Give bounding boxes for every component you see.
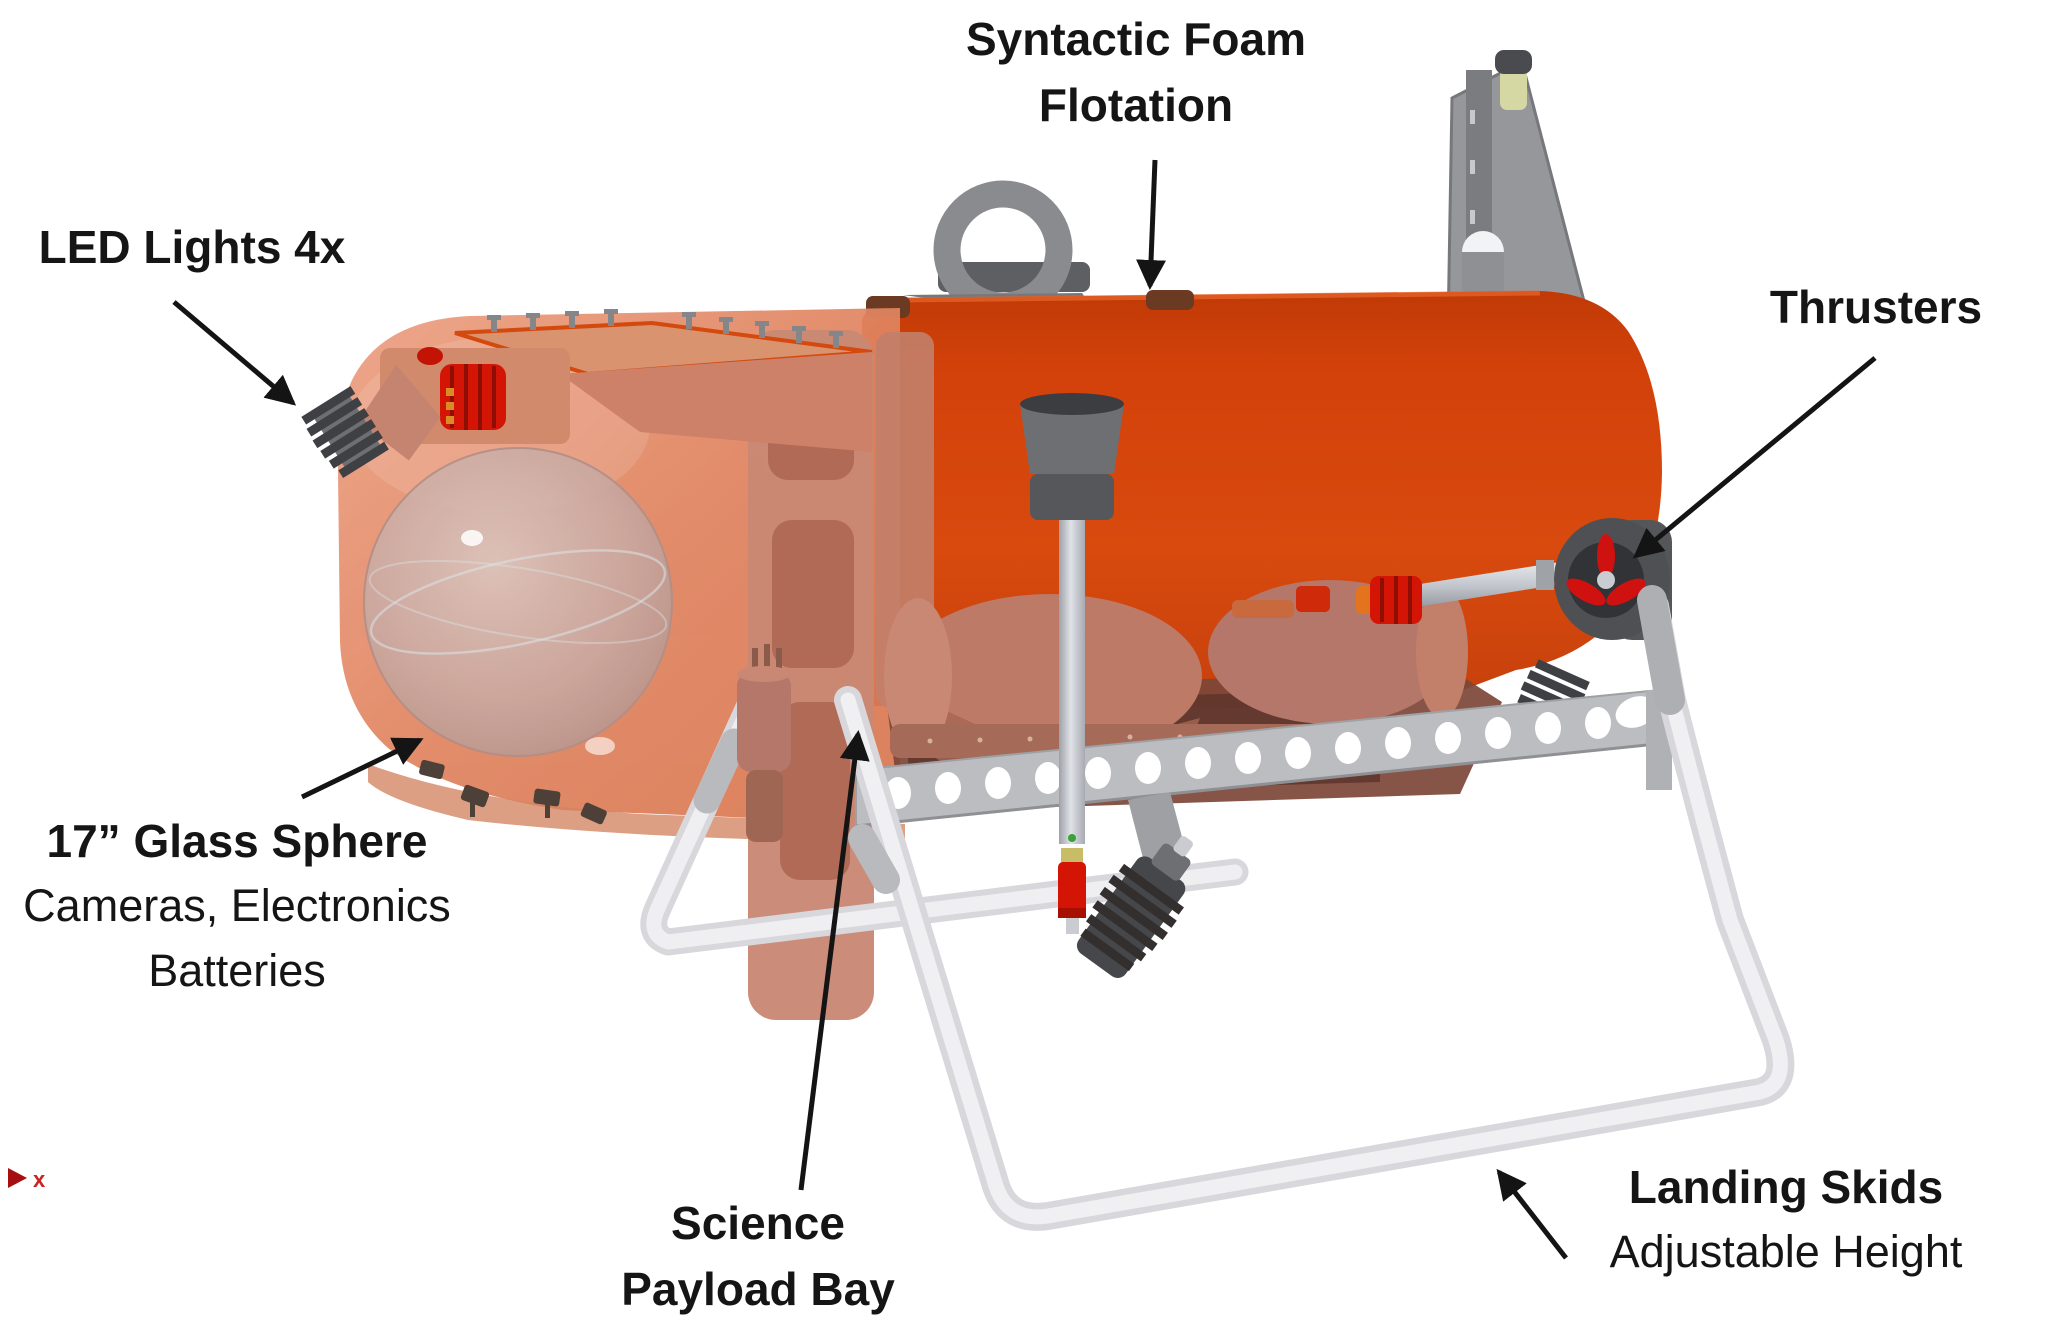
label-line: LED Lights 4x — [38, 221, 346, 273]
origin-marker-x: x — [33, 1167, 46, 1192]
label-line: Batteries — [148, 945, 326, 997]
glass-sphere — [363, 447, 673, 825]
sensor-cylinder — [737, 644, 791, 842]
label-line: Syntactic Foam — [966, 13, 1306, 65]
flotation-arrow — [1136, 159, 1167, 290]
label-line: Thrusters — [1769, 281, 1983, 333]
sail-fin — [1446, 50, 1594, 334]
thrusters-arrow — [1632, 356, 1877, 559]
beacon-light — [1495, 50, 1532, 110]
label-line: Flotation — [1038, 79, 1234, 132]
skid-height-sleeve — [848, 824, 900, 894]
origin-marker: x — [8, 1167, 46, 1192]
label-thrusters: Thrusters — [1770, 274, 1982, 340]
gps-dome — [1462, 231, 1504, 294]
label-line: Cameras, Electronics — [23, 880, 451, 932]
led-light — [301, 364, 441, 479]
label-line: Science — [671, 1197, 845, 1249]
callout-arrows — [172, 159, 1877, 1260]
label-landing-skids: Landing Skids Adjustable Height — [1610, 1154, 1963, 1285]
label-line: Payload Bay — [621, 1263, 895, 1316]
led-lights-arrow — [172, 300, 297, 406]
label-line: Landing Skids — [1628, 1161, 1944, 1213]
internal-cameras — [419, 759, 607, 825]
label-glass-sphere: 17” Glass Sphere Cameras, Electronics Ba… — [23, 808, 451, 1004]
skid-height-sleeve — [693, 728, 748, 814]
propeller — [1566, 534, 1646, 606]
funnel-sampler — [1020, 393, 1124, 934]
far-skid-runner — [640, 676, 1249, 956]
shaft-coupling — [1356, 576, 1422, 624]
label-line: Adjustable Height — [1609, 1226, 1963, 1278]
label-led-lights: LED Lights 4x — [39, 214, 346, 280]
thruster-shaft — [1395, 562, 1562, 610]
label-line: 17” Glass Sphere — [46, 815, 428, 867]
landing-skid — [834, 585, 1795, 1231]
landing-skids-arrow — [1496, 1168, 1568, 1260]
skid-height-sleeve — [1637, 585, 1685, 715]
label-syntactic-foam: Syntactic Foam Flotation — [966, 6, 1306, 138]
down-camera — [1076, 792, 1194, 978]
hatch-bolts — [487, 309, 843, 348]
glass-sphere-arrow — [300, 737, 424, 800]
label-science-bay: Science Payload Bay — [621, 1190, 895, 1322]
science-bay-arrow — [798, 730, 870, 1191]
